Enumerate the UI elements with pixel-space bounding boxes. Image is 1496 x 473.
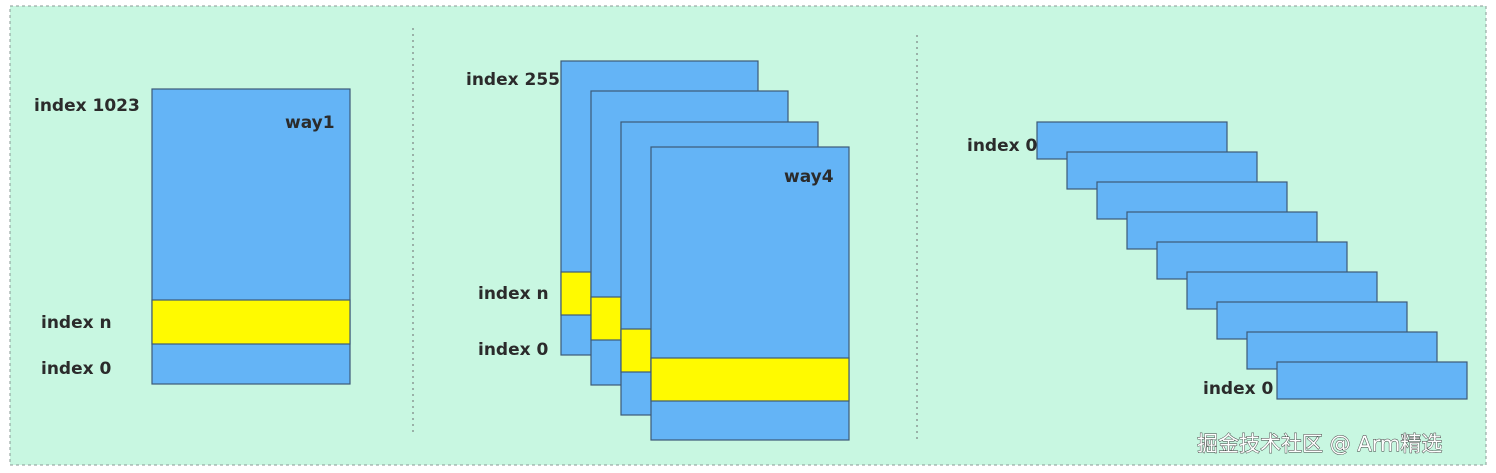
fully-associative-panel: index 0 index 0 (967, 121, 1468, 400)
way1-index-n-line (151, 299, 351, 345)
line-block-9 (1276, 361, 1468, 400)
label-way4: way4 (784, 167, 834, 187)
watermark: 掘金技术社区 @ Arm精选 (1197, 432, 1442, 456)
way-2-index-n-line (590, 296, 622, 341)
label-way1: way1 (285, 113, 335, 133)
label-index-255: index 255 (466, 70, 560, 90)
direct-mapped-panel: index 1023 way1 index n index 0 (34, 88, 351, 385)
set-associative-panel: index 255 way4 index n index 0 (466, 60, 850, 441)
label-index-0: index 0 (41, 359, 112, 379)
label-index-0-bottom: index 0 (1203, 379, 1274, 399)
way-3-index-n-line (620, 328, 652, 373)
label-index-1023: index 1023 (34, 96, 140, 116)
label-index-n: index n (41, 313, 112, 333)
way4-index-n-line (650, 357, 850, 402)
label-index-n: index n (478, 284, 549, 304)
label-index-0: index 0 (478, 340, 549, 360)
label-index-0-top: index 0 (967, 136, 1038, 156)
way-1-index-n-line (560, 271, 592, 316)
